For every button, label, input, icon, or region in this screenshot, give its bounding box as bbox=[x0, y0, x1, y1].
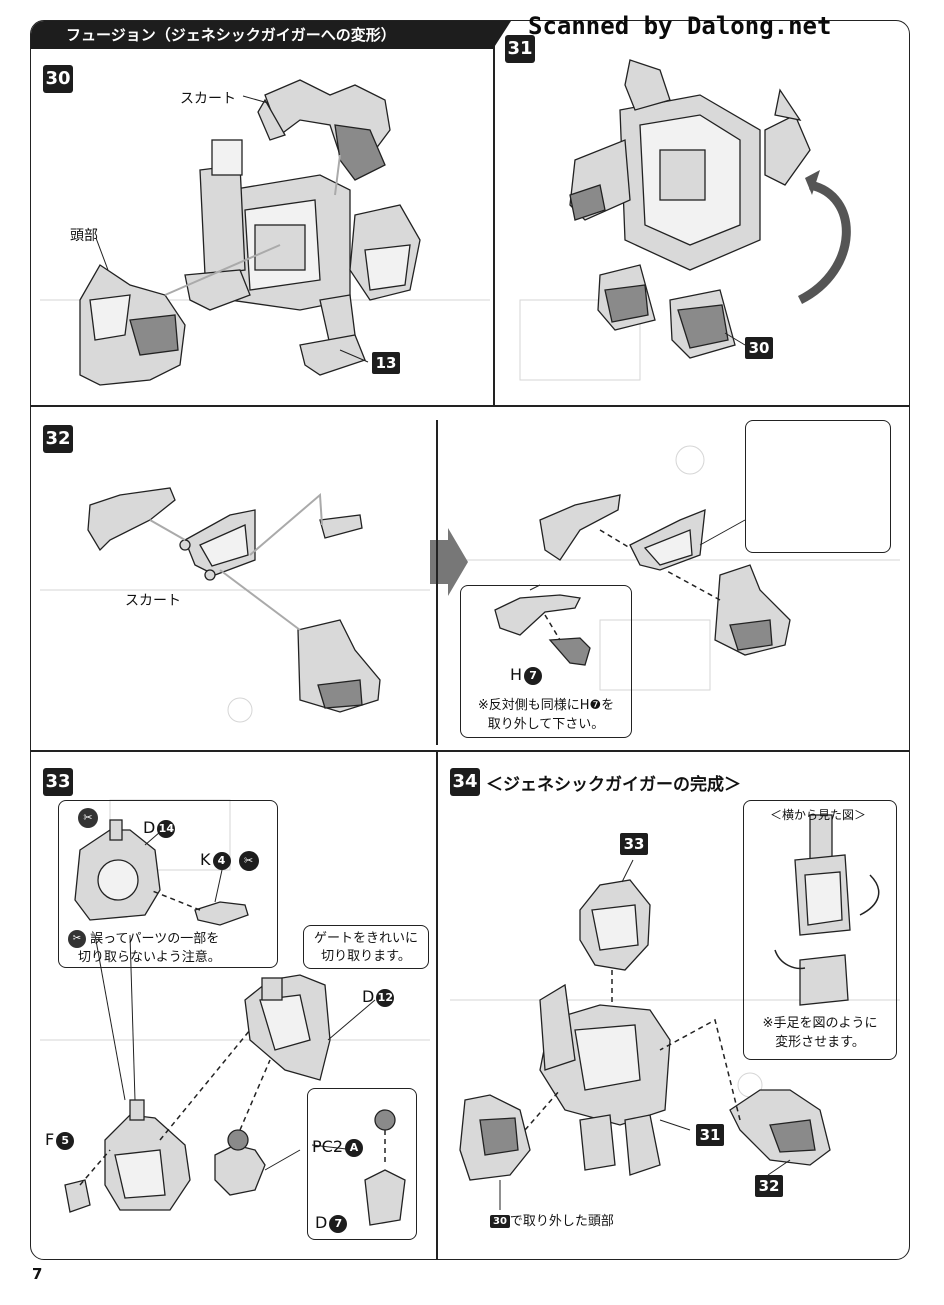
scan-watermark: Scanned by Dalong.net bbox=[528, 12, 832, 40]
side-view-title: ＜横から見た図＞ bbox=[770, 808, 867, 822]
part-d14-letter: D bbox=[143, 818, 156, 837]
step30-skirt-label: スカート bbox=[180, 91, 236, 107]
step32-note: ※反対側も同様にH❼を 取り外して下さい。 bbox=[465, 696, 627, 734]
caution-icon: ✂ bbox=[68, 930, 86, 948]
part-d12-letter: D bbox=[362, 987, 375, 1006]
step30-ref-tag: 13 bbox=[372, 352, 400, 374]
page-number: 7 bbox=[32, 1265, 43, 1283]
part-f5-letter: F bbox=[45, 1130, 55, 1149]
side-note-line2: 変形させます。 bbox=[775, 1035, 865, 1050]
caution-icon-top: ✂ bbox=[78, 808, 98, 828]
step33-gate-callout: ゲートをきれいに 切り取ります。 bbox=[303, 925, 429, 969]
part-k4-num: 4 bbox=[212, 851, 231, 870]
part-pc2-letter: PC2 bbox=[312, 1137, 343, 1156]
step34-illustration bbox=[459, 814, 880, 1210]
page-title: フュージョン（ジェネシックガイガーへの変形） bbox=[31, 21, 511, 49]
head-ref-tag: 30 bbox=[490, 1215, 510, 1228]
step32-note-line2: 取り外して下さい。 bbox=[487, 717, 605, 732]
step-30-number: 30 bbox=[43, 65, 73, 93]
divider-col-r1 bbox=[493, 20, 495, 406]
step33-illustration bbox=[64, 819, 406, 1226]
step-31-number: 31 bbox=[505, 35, 535, 63]
divider-row2 bbox=[30, 750, 910, 752]
side-view-note: ※手足を図のように 変形させます。 bbox=[748, 1014, 892, 1052]
divider-col-r3 bbox=[436, 752, 438, 1260]
head-caption-text: で取り外した頭部 bbox=[509, 1214, 614, 1229]
part-pc2-mark: A bbox=[345, 1138, 363, 1157]
step34-tag-31: 31 bbox=[696, 1124, 724, 1146]
step30-head-label: 頭部 bbox=[70, 228, 98, 244]
divider-row1 bbox=[30, 405, 910, 407]
step33-sprue-inset bbox=[58, 800, 278, 968]
part-d7-letter: D bbox=[315, 1213, 328, 1232]
background-ghost-lines bbox=[40, 299, 900, 1098]
step32-skirt-label: スカート bbox=[125, 593, 181, 609]
step33-caution-text: ✂ 誤ってパーツの一部を 切り取らないよう注意。 bbox=[68, 930, 221, 967]
step33-poly-inset bbox=[307, 1088, 417, 1240]
step30-illustration bbox=[79, 79, 421, 386]
part-k4-letter: K bbox=[200, 850, 211, 869]
step32-detail-inset bbox=[460, 585, 632, 738]
step34-tag-32: 32 bbox=[755, 1175, 783, 1197]
page-frame bbox=[30, 20, 910, 1260]
side-note-line1: ※手足を図のように bbox=[762, 1016, 878, 1031]
step-33-number: 33 bbox=[43, 768, 73, 796]
step32-note-line1: ※反対側も同様にH❼を bbox=[477, 698, 615, 713]
gate-line2: 切り取ります。 bbox=[321, 949, 411, 964]
step-34-number: 34 bbox=[450, 768, 480, 796]
part-d7-num: 7 bbox=[329, 1214, 348, 1233]
cut-icon: ✂ bbox=[238, 850, 259, 871]
divider-col-r2 bbox=[436, 420, 438, 745]
step31-ref-tag: 30 bbox=[745, 337, 773, 359]
part-d14-num: 14 bbox=[157, 819, 176, 838]
step34-tag-33: 33 bbox=[620, 833, 648, 855]
caution-line1: 誤ってパーツの一部を bbox=[90, 931, 220, 947]
step31-illustration bbox=[569, 59, 851, 359]
part-h-num: 7 bbox=[524, 666, 543, 685]
step34-side-view-inset bbox=[743, 800, 897, 1060]
part-h-letter: H bbox=[510, 665, 523, 684]
caution-line2: 切り取らないよう注意。 bbox=[78, 949, 221, 965]
part-d12-num: 12 bbox=[376, 988, 395, 1007]
gate-line1: ゲートをきれいに bbox=[313, 931, 418, 946]
step-32-number: 32 bbox=[43, 425, 73, 453]
step32-top-inset bbox=[745, 420, 891, 553]
step34-title: ＜ジェネシックガイガーの完成＞ bbox=[486, 775, 741, 795]
part-f5-num: 5 bbox=[56, 1131, 75, 1150]
